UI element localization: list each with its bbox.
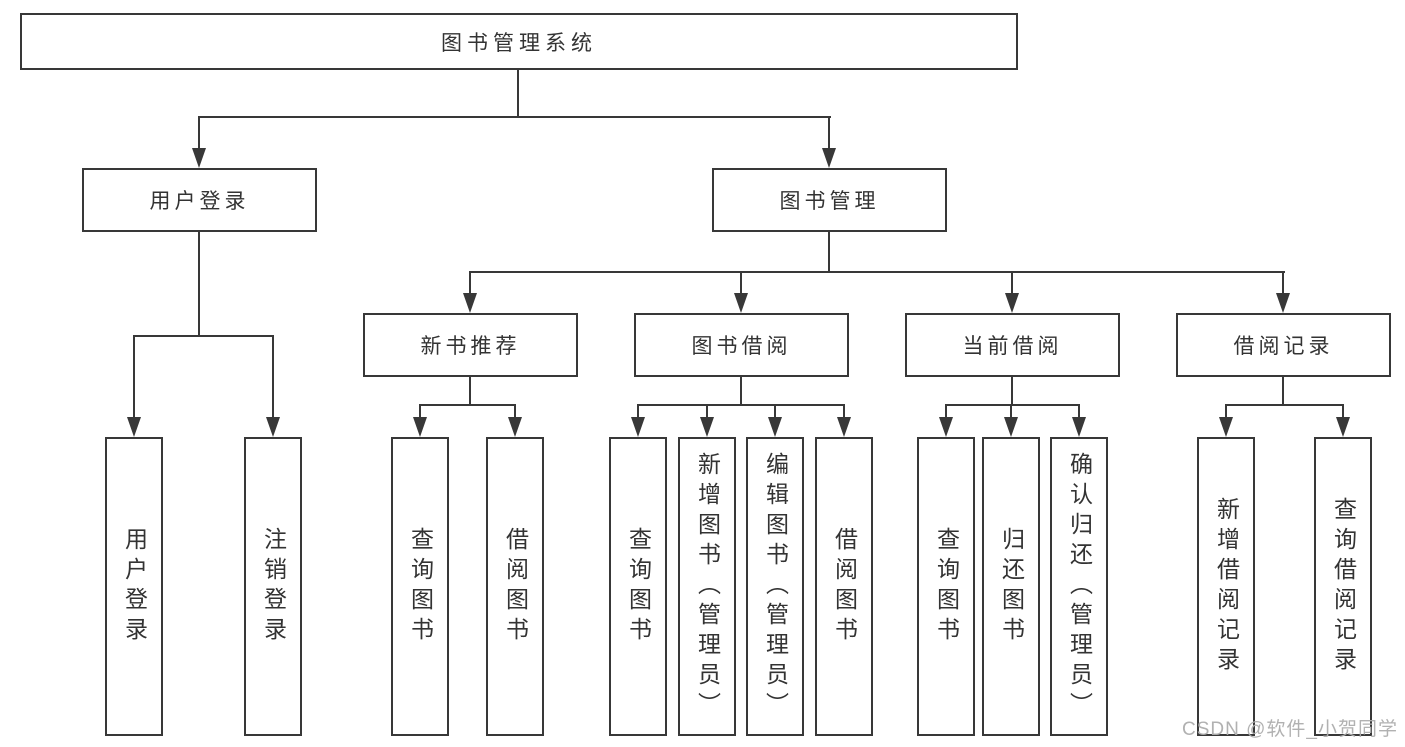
arrowhead-icon <box>822 148 836 168</box>
connector <box>740 272 742 294</box>
arrowhead-icon <box>192 148 206 168</box>
connector <box>133 336 135 418</box>
leaf-logout: 注销登录 <box>244 437 302 736</box>
arrowhead-icon <box>631 417 645 437</box>
node-user-login: 用户登录 <box>82 168 317 232</box>
arrowhead-icon <box>1336 417 1350 437</box>
leaf-bb-add-books-admin: 新增图书（管理员） <box>678 437 736 736</box>
arrowhead-icon <box>1276 293 1290 313</box>
connector <box>637 404 845 406</box>
connector <box>198 232 200 336</box>
node-label: 借阅记录 <box>1233 335 1334 358</box>
connector <box>945 405 947 418</box>
connector <box>1011 272 1013 294</box>
node-label: 借阅图书 <box>502 526 529 647</box>
leaf-br-add-record: 新增借阅记录 <box>1197 437 1255 736</box>
node-borrowing-records: 借阅记录 <box>1176 313 1391 377</box>
node-label: 用户登录 <box>121 526 148 647</box>
connector <box>1010 405 1012 418</box>
node-label: 新书推荐 <box>420 335 521 358</box>
node-label: 新增图书（管理员） <box>694 451 721 722</box>
node-library-management-system: 图书管理系统 <box>20 13 1018 70</box>
arrowhead-icon <box>768 417 782 437</box>
node-label: 用户登录 <box>149 190 250 213</box>
node-label: 新增借阅记录 <box>1213 496 1240 677</box>
connector <box>1225 404 1344 406</box>
connector <box>828 232 830 272</box>
connector <box>198 116 831 118</box>
arrowhead-icon <box>266 417 280 437</box>
watermark: CSDN @软件_小贺同学 <box>1182 719 1398 740</box>
leaf-cb-query-books: 查询图书 <box>917 437 975 736</box>
connector <box>469 271 1285 273</box>
leaf-bb-borrow-books: 借阅图书 <box>815 437 873 736</box>
connector <box>198 117 200 149</box>
leaf-nb-query-books: 查询图书 <box>391 437 449 736</box>
connector <box>1078 405 1080 418</box>
leaf-br-query-record: 查询借阅记录 <box>1314 437 1372 736</box>
arrowhead-icon <box>1072 417 1086 437</box>
connector <box>514 405 516 418</box>
arrowhead-icon <box>939 417 953 437</box>
leaf-bb-query-books: 查询图书 <box>609 437 667 736</box>
arrowhead-icon <box>1004 417 1018 437</box>
connector <box>774 405 776 418</box>
connector <box>272 336 274 418</box>
leaf-cb-confirm-return-admin: 确认归还（管理员） <box>1050 437 1108 736</box>
node-label: 图书管理系统 <box>441 31 597 55</box>
connector <box>740 377 742 405</box>
arrowhead-icon <box>837 417 851 437</box>
connector <box>1011 377 1013 405</box>
connector <box>637 405 639 418</box>
connector <box>1342 405 1344 418</box>
connector <box>828 117 830 149</box>
node-label: 当前借阅 <box>962 335 1063 358</box>
leaf-cb-return-books: 归还图书 <box>982 437 1040 736</box>
node-label: 归还图书 <box>998 526 1025 647</box>
node-label: 图书借阅 <box>691 335 792 358</box>
arrowhead-icon <box>127 417 141 437</box>
connector <box>706 405 708 418</box>
connector <box>133 335 274 337</box>
node-new-book-recommendation: 新书推荐 <box>363 313 578 377</box>
arrowhead-icon <box>413 417 427 437</box>
arrowhead-icon <box>1005 293 1019 313</box>
connector <box>419 405 421 418</box>
node-label: 查询图书 <box>625 526 652 647</box>
connector <box>1225 405 1227 418</box>
node-label: 编辑图书（管理员） <box>762 451 789 722</box>
node-label: 注销登录 <box>260 526 287 647</box>
connector <box>469 377 471 405</box>
leaf-bb-edit-books-admin: 编辑图书（管理员） <box>746 437 804 736</box>
connector <box>945 404 1080 406</box>
connector <box>1282 377 1284 405</box>
node-current-borrowing: 当前借阅 <box>905 313 1120 377</box>
node-label: 确认归还（管理员） <box>1066 451 1093 722</box>
arrowhead-icon <box>734 293 748 313</box>
leaf-nb-borrow-books: 借阅图书 <box>486 437 544 736</box>
node-book-borrowing: 图书借阅 <box>634 313 849 377</box>
node-label: 查询图书 <box>933 526 960 647</box>
connector <box>517 70 519 117</box>
arrowhead-icon <box>700 417 714 437</box>
connector <box>469 272 471 294</box>
arrowhead-icon <box>1219 417 1233 437</box>
node-label: 借阅图书 <box>831 526 858 647</box>
arrowhead-icon <box>508 417 522 437</box>
connector <box>1282 272 1284 294</box>
node-label: 查询借阅记录 <box>1330 496 1357 677</box>
arrowhead-icon <box>463 293 477 313</box>
connector <box>843 405 845 418</box>
leaf-user-login: 用户登录 <box>105 437 163 736</box>
node-label: 图书管理 <box>779 190 880 213</box>
node-label: 查询图书 <box>407 526 434 647</box>
connector <box>419 404 516 406</box>
node-book-management: 图书管理 <box>712 168 947 232</box>
